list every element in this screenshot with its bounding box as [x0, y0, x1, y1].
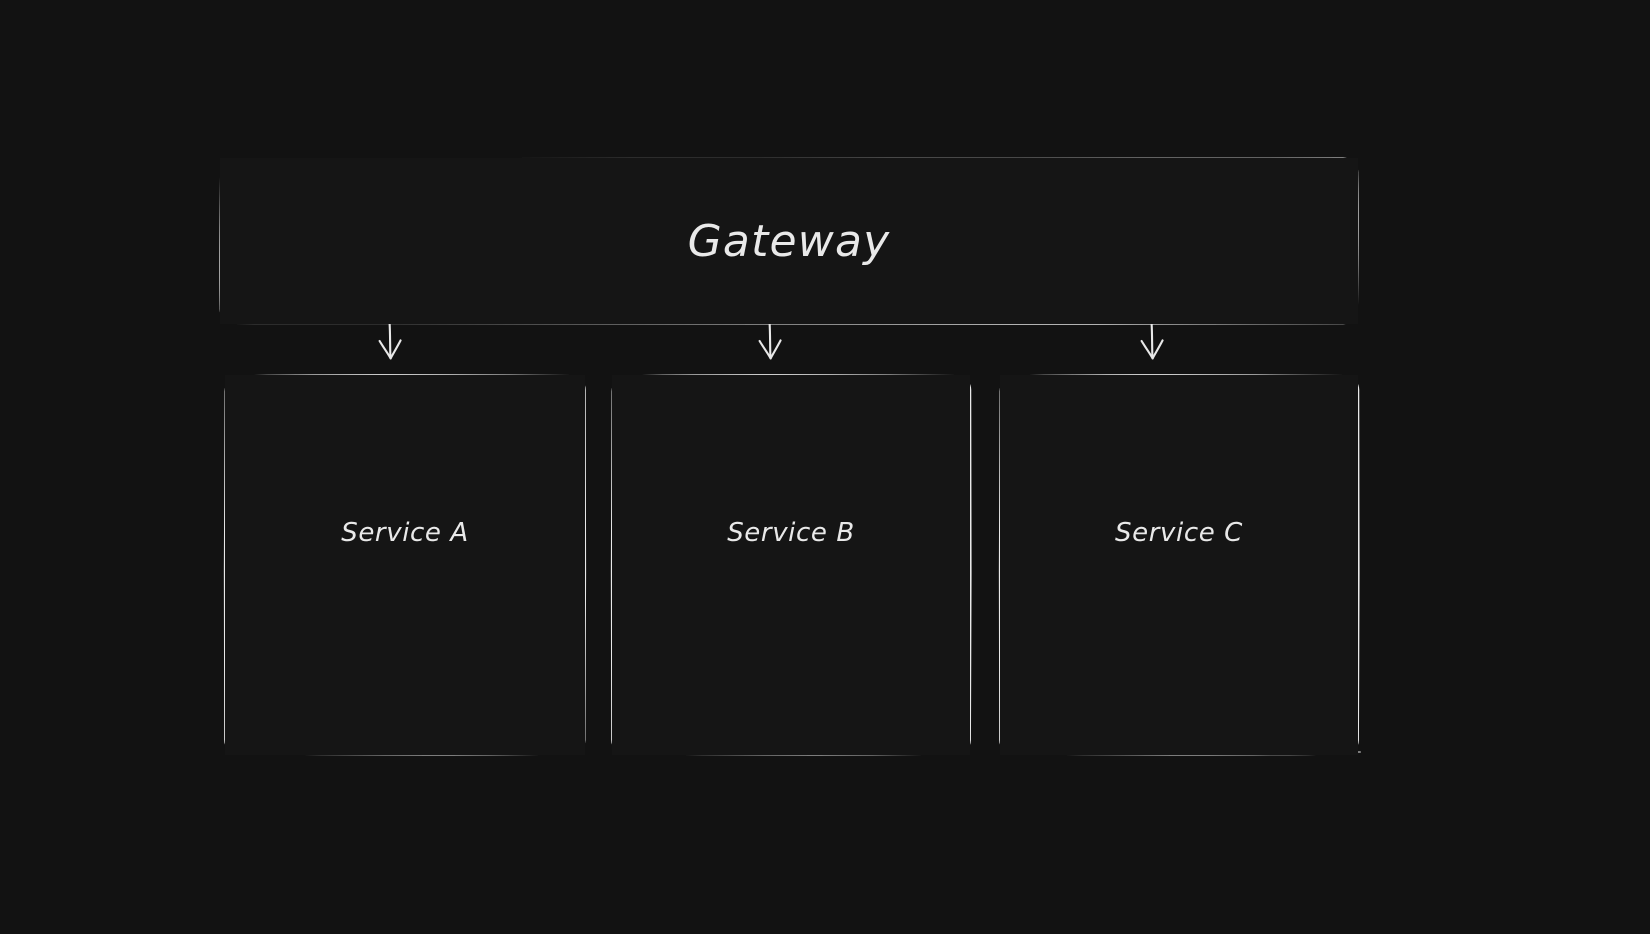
arrow-gateway-to-service-b [758, 322, 782, 360]
node-gateway[interactable]: Gateway [220, 158, 1358, 324]
arrow-gateway-to-service-c [1140, 322, 1164, 360]
node-service-c-label: Service C [1115, 518, 1243, 548]
node-service-b[interactable]: Service B [612, 375, 970, 755]
node-service-b-label: Service B [727, 518, 855, 548]
node-service-c[interactable]: Service C [1000, 375, 1358, 755]
node-service-a[interactable]: Service A [225, 375, 585, 755]
node-service-a-label: Service A [341, 518, 469, 548]
arrow-gateway-to-service-a [378, 322, 402, 360]
node-gateway-label: Gateway [687, 215, 891, 267]
